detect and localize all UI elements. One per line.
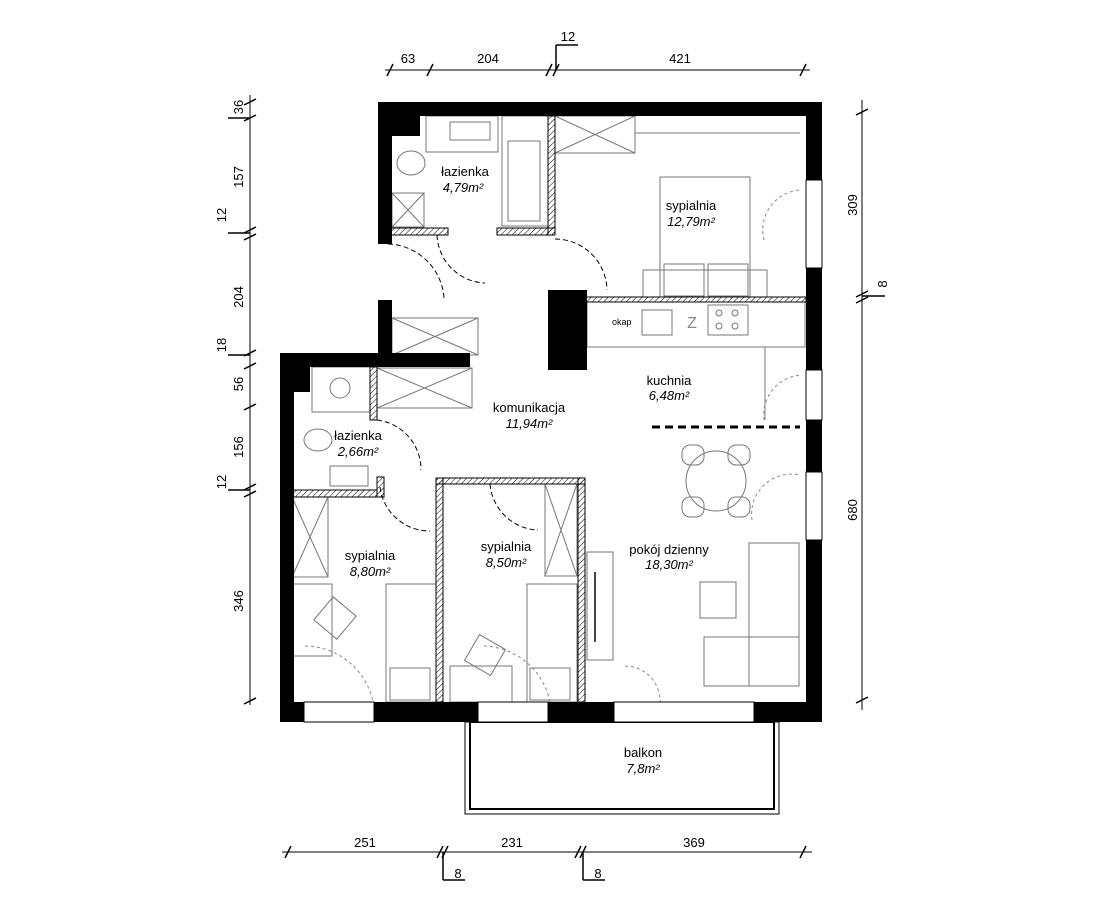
room-balcony: balkon 7,8m² bbox=[624, 745, 662, 776]
dim-top-4: 421 bbox=[669, 51, 691, 66]
dim-bottom-2: 231 bbox=[501, 835, 523, 850]
balcony bbox=[464, 721, 780, 815]
dim-top-2: 204 bbox=[477, 51, 499, 66]
dim-left-1: 36 bbox=[231, 100, 246, 114]
room-area: 6,48m² bbox=[649, 388, 690, 403]
dim-left-9: 346 bbox=[231, 590, 246, 612]
dim-bottom-1: 251 bbox=[354, 835, 376, 850]
walls bbox=[280, 102, 822, 722]
room-name: sypialnia bbox=[481, 539, 532, 554]
dim-bottom-3: 369 bbox=[683, 835, 705, 850]
dim-left-4: 204 bbox=[231, 286, 246, 308]
room-area: 7,8m² bbox=[626, 761, 660, 776]
dim-left-5: 18 bbox=[214, 338, 229, 352]
hood-label: okap bbox=[612, 317, 632, 327]
dim-bottom-small-1: 8 bbox=[454, 866, 461, 881]
dim-left-7: 156 bbox=[231, 436, 246, 458]
room-name: komunikacja bbox=[493, 400, 566, 415]
room-area: 11,94m² bbox=[506, 416, 553, 431]
dim-bottom-small-2: 8 bbox=[594, 866, 601, 881]
room-living-room: pokój dzienny 18,30m² bbox=[629, 542, 709, 572]
room-bathroom-2: łazienka 2,66m² bbox=[334, 428, 382, 459]
dimensions-left: 36 157 12 204 18 56 156 12 346 bbox=[214, 95, 257, 705]
room-area: 12,79m² bbox=[667, 214, 715, 229]
room-area: 2,66m² bbox=[337, 444, 379, 459]
dim-right-1: 309 bbox=[845, 194, 860, 216]
dimensions-bottom: 251 231 369 8 8 bbox=[282, 835, 812, 881]
doors bbox=[304, 189, 803, 703]
room-bathroom-1: łazienka 4,79m² bbox=[441, 164, 489, 195]
room-name: sypialnia bbox=[345, 548, 396, 563]
room-bedroom-2: sypialnia 8,80m² bbox=[345, 548, 396, 579]
dimensions-top: 63 204 12 421 bbox=[385, 29, 810, 77]
room-area: 8,50m² bbox=[486, 555, 527, 570]
room-name: sypialnia bbox=[666, 198, 717, 213]
room-area: 18,30m² bbox=[645, 557, 693, 572]
dim-left-8: 12 bbox=[214, 475, 229, 489]
room-bedroom-3: sypialnia 8,50m² bbox=[481, 539, 532, 570]
dim-top-3: 12 bbox=[561, 29, 575, 44]
room-name: łazienka bbox=[441, 164, 489, 179]
room-name: kuchnia bbox=[647, 373, 693, 388]
room-name: balkon bbox=[624, 745, 662, 760]
room-area: 8,80m² bbox=[350, 564, 391, 579]
dim-top-1: 63 bbox=[401, 51, 415, 66]
room-kitchen: kuchnia 6,48m² okap Z bbox=[612, 315, 697, 403]
room-name: pokój dzienny bbox=[629, 542, 709, 557]
room-area: 4,79m² bbox=[443, 180, 484, 195]
fridge-label: Z bbox=[687, 315, 697, 332]
dimensions-right: 309 8 680 bbox=[845, 100, 890, 710]
dim-left-6: 56 bbox=[231, 377, 246, 391]
room-bedroom-1: sypialnia 12,79m² bbox=[666, 198, 717, 229]
room-name: łazienka bbox=[334, 428, 382, 443]
room-corridor: komunikacja 11,94m² bbox=[493, 400, 566, 431]
windows bbox=[303, 179, 823, 723]
dim-right-2: 8 bbox=[875, 280, 890, 287]
dim-right-3: 680 bbox=[845, 499, 860, 521]
dim-left-3: 12 bbox=[214, 208, 229, 222]
dim-left-2: 157 bbox=[231, 166, 246, 188]
